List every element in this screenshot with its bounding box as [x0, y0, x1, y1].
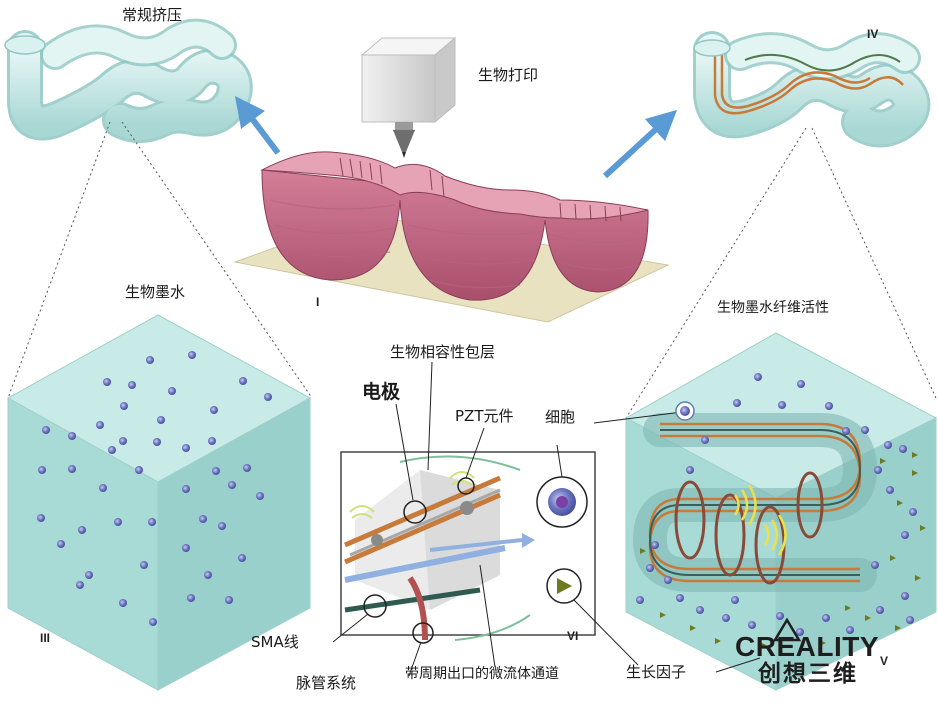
creality-logo-text: CREALITY: [735, 631, 879, 662]
printer-head: [360, 36, 457, 158]
label-sma-wire: SMA线: [251, 633, 299, 651]
panel-label-v: V: [880, 654, 889, 668]
panel-label-i: I: [316, 295, 320, 309]
cell-callout-core: [680, 406, 690, 416]
arrow-to-extrusion: [234, 96, 281, 155]
label-pzt-element: PZT元件: [455, 407, 514, 425]
bioink-fiber-cube: [624, 332, 938, 691]
creality-logo-mark: [772, 617, 802, 642]
label-vascular-system: 脉管系统: [296, 674, 357, 692]
bioink-fiber-tube: [693, 31, 931, 148]
label-biocompatible-coating: 生物相容性包层: [390, 343, 496, 361]
arrow-to-fiber: [602, 109, 678, 179]
cells-right: [636, 373, 917, 636]
growth-factors: [640, 452, 926, 648]
panel-label-iii: III: [40, 631, 51, 645]
label-bioink: 生物墨水: [125, 283, 186, 301]
panel-label-vi: VI: [567, 629, 579, 643]
conventional-extrusion-tube: [4, 18, 253, 143]
leader-lines: [332, 361, 761, 677]
creality-logo-chinese: 创想三维: [758, 661, 858, 687]
zoom-lines: [7, 121, 937, 419]
label-cell: 细胞: [545, 408, 576, 426]
label-microfluidic-channel: 带周期出口的微流体通道: [405, 666, 559, 682]
label-conventional-extrusion: 常规挤压: [122, 6, 183, 24]
cells-left: [37, 351, 272, 626]
label-bioprinting: 生物打印: [478, 66, 539, 84]
label-electrode: 电极: [362, 381, 401, 403]
label-growth-factor: 生长因子: [626, 663, 687, 681]
panel-label-iv: IV: [867, 27, 879, 41]
printed-structure: [260, 151, 649, 301]
inset-panel: [340, 451, 596, 644]
label-bioink-fiber-activity: 生物墨水纤维活性: [717, 300, 829, 316]
